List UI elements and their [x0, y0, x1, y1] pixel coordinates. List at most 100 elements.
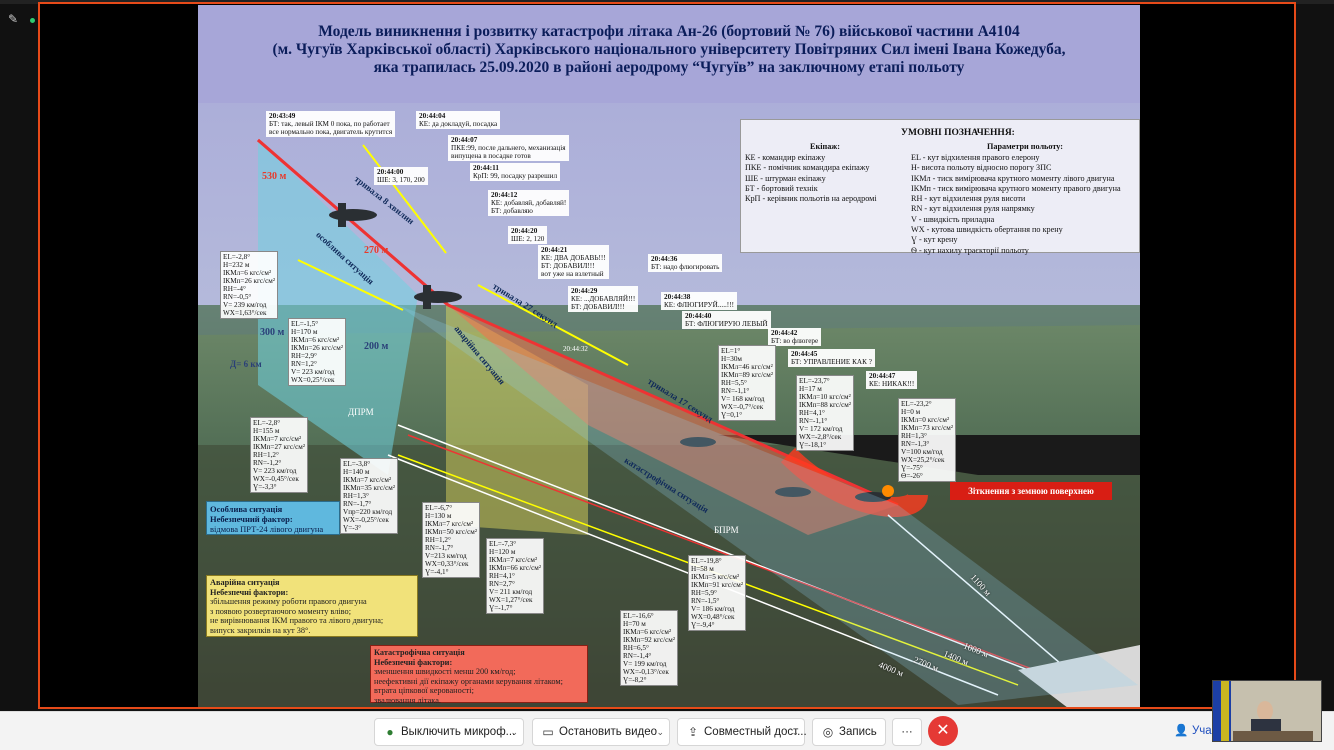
title-line-1: Модель виникнення і розвитку катастрофи … — [318, 23, 1020, 40]
microphone-icon: ● — [386, 725, 394, 739]
meeting-toolbar: ● Выключить микроф... ⌄ ▭ Остановить вид… — [0, 711, 1334, 750]
legend-box: УМОВНІ ПОЗНАЧЕННЯ: Екіпаж: КЕ - командир… — [740, 119, 1140, 256]
share-screen-label: Совместный дост... — [704, 726, 807, 738]
camera-icon: ▭ — [542, 725, 554, 739]
flight-params: EL=-1,5° H=170 м ІКМл=6 кгс/см² ІКМп=26 … — [288, 318, 346, 386]
flight-params: EL=-3,8° H=140 м ІКМл=7 кгс/см² ІКМп=35 … — [340, 458, 398, 534]
box-text: не вирівнювання ІКМ правого та лівого дв… — [210, 616, 384, 625]
legend-crew-header: Екіпаж: — [810, 142, 840, 151]
box-title: Особлива ситуація — [210, 504, 283, 514]
chevron-down-icon[interactable]: ⌄ — [656, 727, 664, 737]
flight-params: EL=-16,6° H=70 м ІКМл=6 кгс/см² ІКМп=92 … — [620, 610, 678, 686]
mute-mic-label: Выключить микроф... — [401, 726, 516, 738]
legend-item: ІКМп - тиск вимірювача крутного моменту … — [911, 183, 1121, 193]
legend-item: БТ - бортовий технік — [745, 183, 818, 193]
box-factor: Небезпечні фактори: — [374, 657, 453, 667]
box-factor: Небезпечні фактори: — [210, 587, 289, 597]
altitude-label: 530 м — [262, 171, 287, 182]
title-line-3: яка трапилась 25.09.2020 в районі аеродр… — [373, 59, 965, 76]
flight-params: EL=-19,8° H=58 м ІКМл=5 кгс/см² ІКМп=91 … — [688, 555, 746, 631]
distance-label: Д= 6 км — [230, 359, 262, 369]
box-text: випуск закрилків на кут 38°. — [210, 625, 311, 635]
special-situation-box: Особлива ситуація Небезпечний фактор: ві… — [206, 501, 340, 535]
box-text: звалювання літака. — [374, 695, 441, 705]
legend-item: КЕ - командир екіпажу — [745, 153, 826, 162]
stop-video-button[interactable]: ▭ Остановить видео ⌄ — [532, 718, 670, 746]
record-icon: ◎ — [822, 725, 834, 739]
flight-params: EL=-23,7° H=17 м ІКМл=10 кгс/см² ІКМп=88… — [796, 375, 854, 451]
participants-label: Уча — [1192, 725, 1212, 737]
box-text: неефективні дії екіпажу органами керуван… — [374, 676, 563, 686]
stop-video-label: Остановить видео — [559, 726, 657, 738]
bprm-label: БПРМ — [714, 525, 739, 535]
legend-item: ШЕ - штурман екіпажу — [745, 173, 826, 183]
title-line-2: (м. Чугуїв Харківської області) Харківсь… — [272, 41, 1066, 58]
share-screen-button[interactable]: ⇪ Совместный дост... ⌄ — [677, 718, 807, 746]
legend-item: WX - кутова швидкість обертання по крену — [911, 225, 1063, 235]
people-icon: 👤 — [1174, 725, 1189, 737]
record-label: Запись — [839, 726, 877, 738]
flight-params: EL=1° H=30м ІКМл=46 кгс/см² ІКМп=89 кгс/… — [718, 345, 776, 421]
legend-item: RH - кут відхилення руля висоти — [911, 194, 1026, 204]
legend-item: Ѳ - кут нахилу траєкторії польоту — [911, 245, 1029, 255]
box-title: Аварійна ситуація — [210, 578, 280, 587]
legend-item: EL - кут відхилення правого елерону — [911, 153, 1040, 162]
self-video-thumbnail[interactable] — [1212, 680, 1322, 742]
chevron-down-icon[interactable]: ⌄ — [791, 727, 799, 737]
legend-crew: Екіпаж: КЕ - командир екіпажу ПКЕ - помі… — [745, 142, 905, 204]
legend-params: Параметри польоту: EL - кут відхилення п… — [911, 142, 1139, 256]
flight-params: EL=-2,8° H=155 м ІКМл=7 кгс/см² ІКМп=27 … — [250, 417, 308, 493]
catastrophic-situation-box: Катастрофічна ситуація Небезпечні фактор… — [370, 645, 588, 705]
flight-params: EL=-6,7° H=130 м ІКМл=7 кгс/см² ІКМп=50 … — [422, 502, 480, 578]
box-text: відмова ПРТ-24 лівого двигуна — [210, 524, 324, 534]
box-text: збільшення режиму роботи правого двигуна — [210, 597, 367, 606]
slide-title: Модель виникнення і розвитку катастрофи … — [198, 23, 1140, 77]
mute-mic-button[interactable]: ● Выключить микроф... ⌄ — [374, 718, 524, 746]
settings-icon[interactable]: ✎ — [8, 12, 19, 26]
legend-item: RN - кут відхилення руля напрямку — [911, 204, 1035, 214]
box-text: з появою розвертаючого моменту вліво; — [210, 606, 351, 616]
legend-item: Ɣ - кут крену — [911, 235, 958, 245]
more-button[interactable]: ··· — [892, 718, 922, 746]
box-text: зменшення швидкості менш 200 км/год; — [374, 667, 516, 676]
video-frame — [1213, 681, 1321, 741]
box-text: втрата ціпкової керованості; — [374, 686, 474, 695]
participants-button[interactable]: 👤 Уча — [1172, 717, 1212, 745]
dprm-label: ДПРМ — [348, 407, 374, 417]
record-button[interactable]: ◎ Запись — [812, 718, 886, 746]
box-factor: Небезпечний фактор: — [210, 514, 293, 524]
legend-item: V - швидкість приладна — [911, 214, 995, 224]
legend-item: ПКЕ - помічник командира екіпажу — [745, 163, 870, 173]
flight-params: EL=-23,2° H=0 м ІКМл=0 кгс/см² ІКМп=73 к… — [898, 398, 956, 482]
altitude-label: 300 м — [260, 327, 285, 338]
altitude-label: 270 м — [364, 245, 389, 256]
presentation-slide: Модель виникнення і розвитку катастрофи … — [198, 5, 1140, 707]
end-call-button[interactable]: ✕ — [928, 716, 958, 746]
share-icon: ⇪ — [687, 725, 699, 739]
chevron-down-icon[interactable]: ⌄ — [510, 727, 518, 737]
legend-item: H- висота польоту відносно порогу ЗПС — [911, 163, 1052, 173]
more-icon: ··· — [901, 726, 913, 738]
legend-item: КрП - керівник польотів на аеродромі — [745, 194, 877, 204]
screen-share-frame: Модель виникнення і розвитку катастрофи … — [38, 2, 1296, 709]
legend-title: УМОВНІ ПОЗНАЧЕННЯ: — [901, 128, 1015, 138]
close-icon: ✕ — [936, 722, 950, 739]
legend-item: ІКМл - тиск вимірювача крутного моменту … — [911, 173, 1115, 183]
collision-label: Зіткнення з земною поверхнею — [950, 482, 1112, 500]
altitude-label: 200 м — [364, 341, 389, 352]
